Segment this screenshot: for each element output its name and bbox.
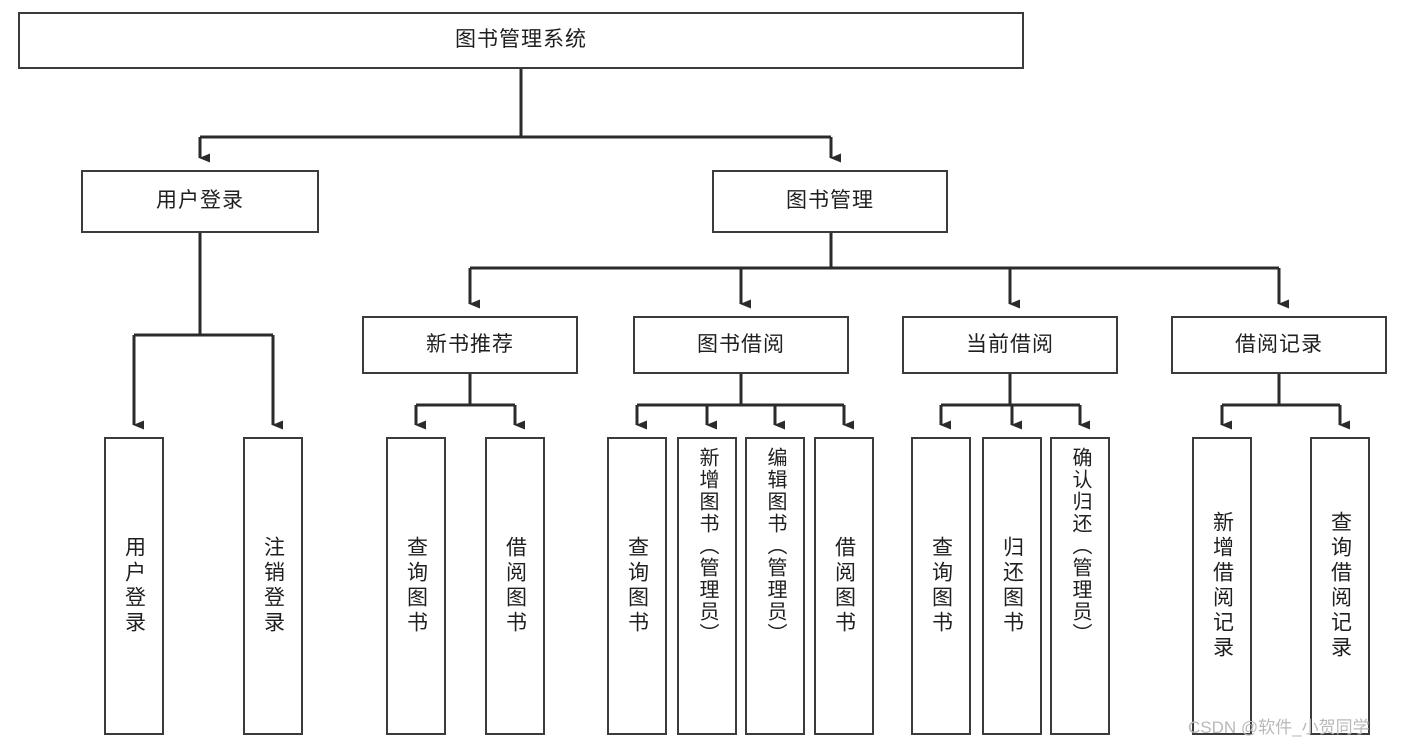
node-leaf-query-record-label: 查询借阅记录: [1328, 511, 1352, 661]
node-leaf-query-book-3-label: 查询图书: [929, 536, 953, 636]
node-book-borrow[interactable]: 图书借阅: [633, 316, 849, 374]
node-root-label: 图书管理系统: [455, 28, 587, 52]
node-leaf-borrow-book-1-label: 借阅图书: [503, 536, 527, 636]
node-leaf-query-record[interactable]: 查询借阅记录: [1310, 437, 1370, 735]
node-user-login[interactable]: 用户登录: [81, 170, 319, 233]
node-leaf-borrow-book-1[interactable]: 借阅图书: [485, 437, 545, 735]
node-leaf-user-login[interactable]: 用户登录: [104, 437, 164, 735]
node-root[interactable]: 图书管理系统: [18, 12, 1024, 69]
node-borrow-record[interactable]: 借阅记录: [1171, 316, 1387, 374]
node-leaf-add-book-label: 新增图书（管理员）: [696, 447, 718, 645]
node-leaf-user-login-label: 用户登录: [122, 536, 146, 636]
watermark-text: CSDN @软件_小贺同学: [1188, 718, 1370, 737]
node-leaf-logout-label: 注销登录: [261, 536, 285, 636]
node-current-borrow-label: 当前借阅: [966, 332, 1054, 356]
node-leaf-query-book-3[interactable]: 查询图书: [911, 437, 971, 735]
node-book-management-label: 图书管理: [786, 189, 874, 213]
node-leaf-confirm-return-label: 确认归还（管理员）: [1069, 447, 1091, 645]
node-leaf-query-book-2[interactable]: 查询图书: [607, 437, 667, 735]
node-leaf-confirm-return[interactable]: 确认归还（管理员）: [1050, 437, 1110, 735]
node-borrow-record-label: 借阅记录: [1235, 332, 1323, 356]
node-leaf-borrow-book-2-label: 借阅图书: [832, 536, 856, 636]
node-leaf-return-book-label: 归还图书: [1000, 536, 1024, 636]
node-new-book-recommend-label: 新书推荐: [426, 332, 514, 356]
node-leaf-logout[interactable]: 注销登录: [243, 437, 303, 735]
node-leaf-add-record[interactable]: 新增借阅记录: [1192, 437, 1252, 735]
node-book-borrow-label: 图书借阅: [697, 332, 785, 356]
node-leaf-return-book[interactable]: 归还图书: [982, 437, 1042, 735]
node-leaf-query-book-1[interactable]: 查询图书: [386, 437, 446, 735]
node-leaf-add-book[interactable]: 新增图书（管理员）: [677, 437, 737, 735]
node-book-management[interactable]: 图书管理: [712, 170, 948, 233]
node-leaf-edit-book[interactable]: 编辑图书（管理员）: [745, 437, 805, 735]
node-leaf-edit-book-label: 编辑图书（管理员）: [764, 447, 786, 645]
node-leaf-add-record-label: 新增借阅记录: [1210, 511, 1234, 661]
node-leaf-query-book-1-label: 查询图书: [404, 536, 428, 636]
node-leaf-borrow-book-2[interactable]: 借阅图书: [814, 437, 874, 735]
node-new-book-recommend[interactable]: 新书推荐: [362, 316, 578, 374]
node-current-borrow[interactable]: 当前借阅: [902, 316, 1118, 374]
node-leaf-query-book-2-label: 查询图书: [625, 536, 649, 636]
node-user-login-label: 用户登录: [156, 189, 244, 213]
